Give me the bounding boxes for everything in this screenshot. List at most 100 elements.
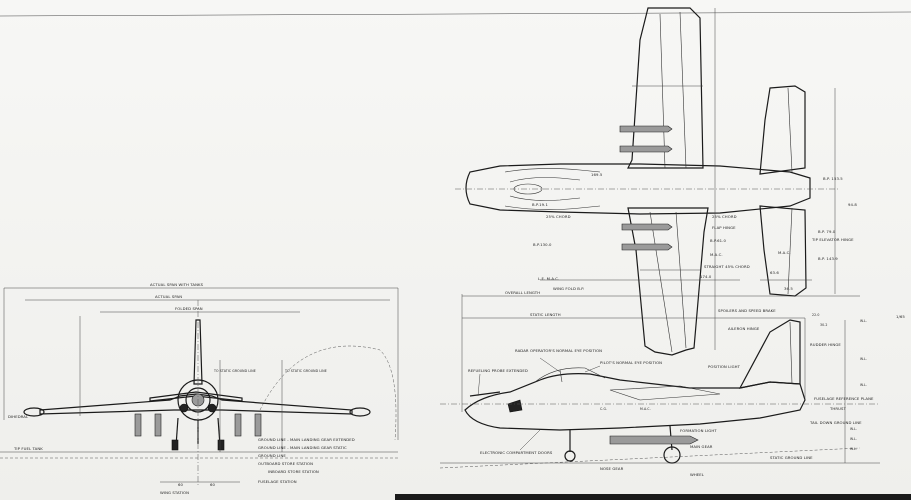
leader-probe [477, 373, 481, 397]
label-fuselage-station: FUSELAGE STATION [258, 479, 297, 484]
label-top-2: B.P.19.1 [532, 202, 548, 207]
htail-front [149, 391, 243, 402]
side-view: OVERALL LENGTH STATIC LENGTH SPOILERS AN… [439, 290, 880, 477]
engine-ducts [509, 177, 581, 201]
wing-store-3 [621, 223, 673, 231]
sheet-border-top [0, 11, 911, 17]
plan-view: 169.5 B.P.19.1 25% CHORD 25% CHORD FLAP … [455, 7, 857, 356]
label-wl-2: W.L. [860, 357, 867, 361]
label-dim-30: 30.2 [820, 323, 828, 327]
label-folded-span: FOLDED SPAN [175, 306, 203, 311]
wing-spar-b [679, 11, 687, 169]
label-ground-c: GROUND LINE [258, 453, 286, 458]
label-tail-down: TAIL DOWN GROUND LINE [809, 420, 862, 425]
label-top-4: 25% CHORD [712, 214, 737, 219]
elevator-hinge-upper [787, 87, 793, 173]
label-dim-60a: 60 [178, 482, 184, 487]
label-wl-4: W.L. [850, 427, 857, 431]
label-top-14: B.P. 79.0 [818, 229, 836, 234]
label-top-3: 25% CHORD [546, 214, 571, 219]
label-position-light: POSITION LIGHT [708, 364, 741, 369]
wing-store-2 [619, 145, 673, 153]
label-static-ground: STATIC GROUND LINE [770, 455, 813, 460]
wing-spar-c [649, 211, 673, 353]
front-view: ACTUAL SPAN WITH TANKS ACTUAL SPAN FOLDE… [0, 282, 399, 495]
label-wl-1: W.L. [860, 319, 867, 323]
leader-electronic [519, 429, 541, 451]
label-aileron-hinge: AILERON HINGE [728, 326, 760, 331]
rudder-hinge-line [789, 321, 793, 385]
label-fuselage-ref: FUSELAGE REFERENCE PLANE [814, 396, 874, 401]
label-cg: C.G. [600, 407, 607, 411]
fuselage-profile [464, 373, 806, 431]
htail-upper [759, 85, 806, 175]
label-radar-eye: RADAR OPERATOR'S NORMAL EYE POSITION [515, 348, 602, 353]
label-gl-extended: GROUND LINE - MAIN LANDING GEAR EXTENDED [258, 437, 355, 442]
sheet-edge-strip [395, 494, 911, 500]
canopy-planform [513, 183, 543, 195]
label-top-10: L.E. M.A.C. [538, 276, 559, 281]
label-outboard-store: OUTBOARD STORE STATION [258, 461, 313, 466]
fuselage-planform [465, 163, 811, 215]
label-tip-tank: TIP FUEL TANK [13, 446, 43, 451]
label-wl-3: W.L. [860, 383, 867, 387]
label-dihedral: DIHEDRAL [8, 414, 29, 419]
tip-tank-right [349, 407, 371, 417]
label-wl-6: W.L. [850, 447, 857, 451]
wing-root-profile [609, 385, 721, 401]
label-gl-static: GROUND LINE - MAIN LANDING GEAR STATIC [258, 445, 347, 450]
label-ground-a: TO STATIC GROUND LINE [213, 369, 256, 373]
label-top-5: FLAP HINGE [712, 225, 736, 230]
label-actual-span: ACTUAL SPAN [155, 294, 182, 299]
tail-down-ground-line [439, 447, 861, 469]
label-dim-60b: 60 [210, 482, 216, 487]
label-inboard-store: INBOARD STORE STATION [268, 469, 319, 474]
label-wheel: WHEEL [690, 472, 705, 477]
label-top-17: TIP ELEVATOR HINGE [811, 237, 854, 242]
label-top-1: 169.5 [591, 172, 603, 177]
label-top-15: B.P. 143.9 [818, 256, 838, 261]
wing-fold-arc [259, 345, 397, 441]
label-dim-22: 22.0 [812, 313, 820, 317]
label-side-mac: M.A.C. [640, 407, 651, 411]
label-top-9: STRAIGHT 45% CHORD [704, 264, 750, 269]
underwing-store-profile [609, 435, 699, 445]
fin-front [193, 319, 203, 385]
label-refueling-probe: REFUELING PROBE EXTENDED [468, 368, 528, 373]
store-front-1 [134, 413, 142, 437]
label-top-18: 63.6 [770, 270, 779, 275]
label-wing-station: WING STATION [160, 490, 189, 495]
store-front-3 [234, 413, 242, 437]
label-top-6: B.P.61.0 [710, 238, 726, 243]
label-top-8: M.A.C. [710, 252, 723, 257]
intake-left-front [179, 403, 189, 413]
intake-lower [504, 205, 601, 210]
nose-wheel [564, 450, 576, 462]
wing-spar-a [659, 13, 666, 169]
leader-pilot [584, 365, 601, 373]
wing-store-4 [621, 243, 673, 251]
label-ground-b: TO STATIC GROUND LINE [284, 369, 327, 373]
label-formation-light: FORMATION LIGHT [680, 428, 717, 433]
label-main-gear: MAIN GEAR [690, 444, 713, 449]
intake-upper [504, 168, 601, 173]
label-top-13: B.P. 153.5 [823, 176, 843, 181]
refueling-probe [469, 391, 501, 397]
label-wl-5: W.L. [850, 437, 857, 441]
label-nose-gear: NOSE GEAR [600, 466, 624, 471]
elevator-hinge-lower [787, 207, 793, 295]
wing-store-1 [619, 125, 673, 133]
label-top-7: B.P.130.0 [533, 242, 552, 247]
wing-lower-planform [627, 207, 709, 356]
label-static-length: STATIC LENGTH [530, 312, 561, 317]
label-rudder-hinge: RUDDER HINGE [810, 342, 841, 347]
wheel-right-front [217, 439, 225, 451]
label-top-19: 36.5 [784, 286, 793, 291]
canopy-frame [559, 369, 563, 383]
label-top-12: 174.0 [700, 274, 712, 279]
vertical-tail [738, 319, 801, 389]
intake-right-front [207, 403, 217, 413]
label-thrust: THRUST [829, 406, 847, 411]
intake-profile [507, 399, 523, 413]
